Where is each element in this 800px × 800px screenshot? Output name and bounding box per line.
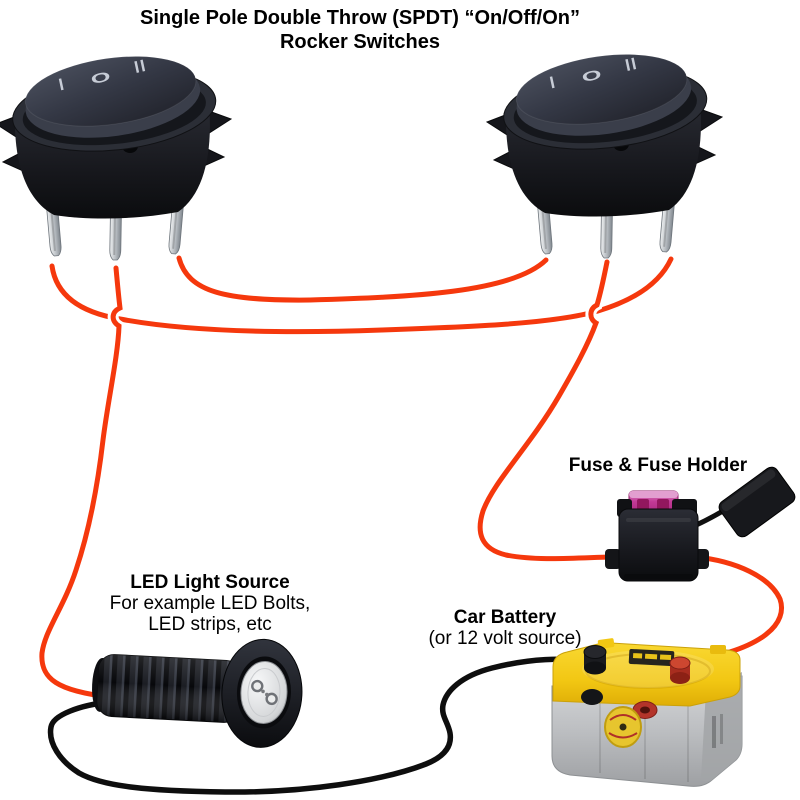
battery-label: Car Battery (or 12 volt source) (395, 607, 615, 649)
fuse-holder-assembly (605, 466, 796, 582)
battery-negative-terminal (583, 645, 607, 675)
red-wire-lower-crossover (49, 256, 674, 335)
battery-round-badge (604, 706, 642, 748)
title-line2: Rocker Switches (279, 31, 441, 53)
fuse-holder-body (618, 508, 699, 582)
right-rocker-switch (487, 44, 722, 258)
title-line1: Single Pole Double Throw (SPDT) “On/Off/… (140, 7, 580, 29)
red-wire-upper-crossover (176, 255, 549, 303)
battery-brand-plate (628, 648, 675, 667)
battery-positive-terminal (669, 656, 691, 684)
led-label: LED Light Source For example LED Bolts, … (85, 572, 335, 635)
battery-label-sub: (or 12 volt source) (428, 628, 582, 649)
red-wire-left-switch-to-led (39, 265, 123, 700)
fuse-holder-cap (718, 466, 796, 538)
car-battery (551, 638, 743, 787)
led-emitter-dot (251, 679, 264, 693)
diagram-title: Single Pole Double Throw (SPDT) “On/Off/… (0, 6, 720, 54)
battery-side-post-negative (581, 689, 603, 705)
led-label-sub2: LED strips, etc (148, 614, 272, 635)
red-wire-right-switch-to-fuse (477, 259, 613, 562)
black-wire-battery-negative-to-led (47, 656, 591, 795)
led-label-sub1: For example LED Bolts, (109, 593, 311, 614)
led-light (92, 638, 303, 748)
led-label-title: LED Light Source (130, 572, 290, 593)
red-wire-fuse-to-battery-positive (681, 554, 784, 665)
fuse-holder-left-stub (605, 549, 621, 569)
fuse-holder-label: Fuse & Fuse Holder (568, 455, 748, 476)
left-rocker-switch (0, 46, 231, 260)
battery-label-title: Car Battery (453, 607, 557, 628)
led-emitter-dot (265, 692, 278, 706)
